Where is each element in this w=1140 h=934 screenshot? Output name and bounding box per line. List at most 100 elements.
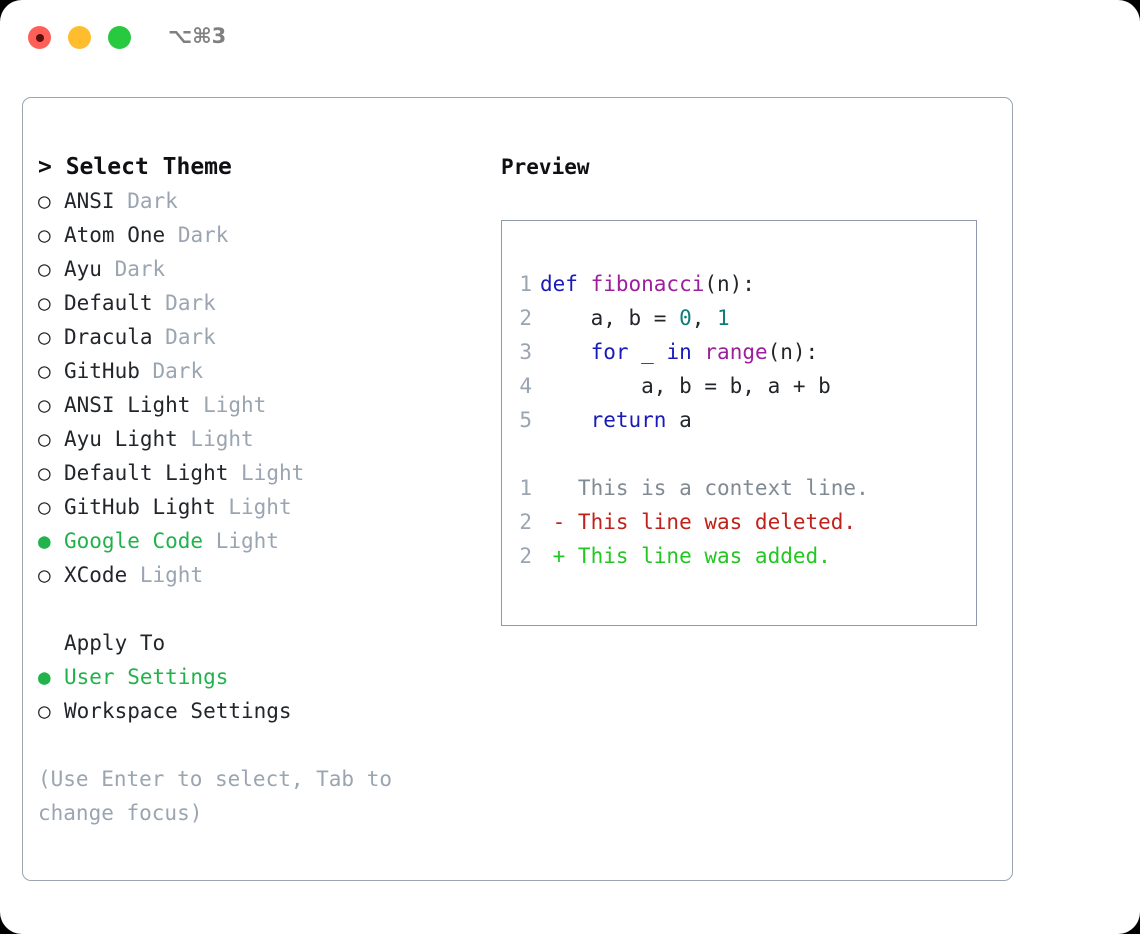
code-token-ctx: This is a context line. <box>540 476 869 500</box>
close-button[interactable] <box>28 26 51 49</box>
code-token-txt: , <box>691 306 718 330</box>
theme-option-github[interactable]: ○ GitHub Dark <box>38 354 488 388</box>
line-number: 3 <box>519 340 532 364</box>
code-line: 4 a, b = b, a + b <box>502 369 976 403</box>
radio-selected-icon: ● <box>38 665 51 689</box>
theme-option-variant: Dark <box>127 189 178 213</box>
select-theme-heading: > Select Theme <box>38 150 488 184</box>
theme-option-atom-one[interactable]: ○Atom One Dark <box>38 218 488 252</box>
maximize-button[interactable] <box>108 26 131 49</box>
apply-to-list: ● User Settings ○ Workspace Settings <box>38 660 488 728</box>
diff-line: 2 - This line was deleted. <box>502 505 976 539</box>
code-token-num: 1 <box>717 306 730 330</box>
theme-option-label: Atom One <box>64 223 166 247</box>
main-panel: > Select Theme ○ANSI Dark○Atom One Dark○… <box>22 97 1013 881</box>
theme-option-label: Ayu Light <box>64 427 178 451</box>
theme-option-dracula[interactable]: ○ Dracula Dark <box>38 320 488 354</box>
theme-option-label: Dracula <box>64 325 153 349</box>
theme-option-ayu[interactable]: ○ Ayu Dark <box>38 252 488 286</box>
apply-to-option-label: Workspace Settings <box>64 699 292 723</box>
code-token-txt: a, b = <box>540 306 680 330</box>
diff-line: 2 + This line was added. <box>502 539 976 573</box>
theme-option-label: Ayu <box>64 257 102 281</box>
theme-list: ○ANSI Dark○Atom One Dark○Ayu Dark○Defaul… <box>38 184 488 592</box>
theme-option-ansi[interactable]: ○ ANSI Dark <box>38 184 488 218</box>
radio-unselected-icon: ○ <box>38 291 51 315</box>
code-token-txt: (n): <box>704 272 755 296</box>
theme-option-ansi-light[interactable]: ○ ANSI Light Light <box>38 388 488 422</box>
select-theme-heading-label: Select Theme <box>65 154 232 180</box>
code-line: 2 a, b = 0, 1 <box>502 301 976 335</box>
theme-selector-column: > Select Theme ○ANSI Dark○Atom One Dark○… <box>38 150 488 830</box>
theme-option-xcode[interactable]: ○XCode Light <box>38 558 488 592</box>
code-token-txt <box>540 408 591 432</box>
code-token-txt <box>540 340 591 364</box>
radio-unselected-icon: ○ <box>38 189 51 213</box>
title-bar: ⌥⌘3 <box>0 0 1140 78</box>
code-token-fn: range <box>704 340 768 364</box>
keyboard-shortcut-label: ⌥⌘3 <box>168 24 227 48</box>
theme-option-label: Default Light <box>64 461 229 485</box>
radio-unselected-icon: ○ <box>38 461 51 485</box>
theme-option-variant: Light <box>228 495 292 519</box>
code-line: 3 for _ in range(n): <box>502 335 976 369</box>
code-token-kw: return <box>590 408 667 432</box>
theme-option-github-light[interactable]: ○GitHub Light Light <box>38 490 488 524</box>
theme-option-label: XCode <box>64 563 128 587</box>
code-diff-spacer <box>502 437 976 471</box>
theme-option-label: ANSI Light <box>64 393 191 417</box>
radio-unselected-icon: ○ <box>38 495 51 519</box>
line-number: 4 <box>519 374 532 398</box>
theme-option-variant: Light <box>203 393 267 417</box>
theme-option-variant: Dark <box>165 325 216 349</box>
radio-unselected-icon: ○ <box>38 699 51 723</box>
code-token-add: + This line was added. <box>540 544 831 568</box>
theme-option-variant: Light <box>241 461 305 485</box>
line-number: 1 <box>519 272 532 296</box>
apply-to-option-workspace-settings[interactable]: ○ Workspace Settings <box>38 694 488 728</box>
theme-option-variant: Dark <box>165 291 216 315</box>
code-token-kw: in <box>666 340 692 364</box>
window-controls <box>28 26 131 49</box>
radio-selected-icon: ● <box>38 529 51 553</box>
theme-option-label: ANSI <box>64 189 115 213</box>
code-token-txt: a, b = b, a + b <box>540 374 831 398</box>
diff-preview: 1 This is a context line.2 - This line w… <box>502 471 976 573</box>
radio-unselected-icon: ○ <box>38 325 51 349</box>
theme-option-default[interactable]: ○ Default Dark <box>38 286 488 320</box>
diff-line: 1 This is a context line. <box>502 471 976 505</box>
theme-option-variant: Dark <box>114 257 166 281</box>
code-token-txt <box>692 340 705 364</box>
line-number: 5 <box>519 408 532 432</box>
code-token-fn: fibonacci <box>590 272 705 296</box>
radio-unselected-icon: ○ <box>38 427 51 451</box>
radio-unselected-icon: ○ <box>38 393 51 417</box>
code-token-kw: for <box>590 340 629 364</box>
minimize-button[interactable] <box>68 26 91 49</box>
code-token-num: 0 <box>679 306 692 330</box>
theme-option-google-code[interactable]: ●Google Code Light <box>38 524 488 558</box>
section-spacer <box>38 592 488 626</box>
code-token-del: - This line was deleted. <box>540 510 857 534</box>
line-number: 2 <box>519 306 532 330</box>
apply-to-option-label: User Settings <box>64 665 229 689</box>
code-token-txt: a <box>666 408 692 432</box>
apply-to-option-user-settings[interactable]: ● User Settings <box>38 660 488 694</box>
theme-option-variant: Light <box>139 563 204 587</box>
preview-title: Preview <box>501 155 590 179</box>
theme-option-variant: Dark <box>177 223 229 247</box>
radio-unselected-icon: ○ <box>38 359 51 383</box>
theme-option-label: GitHub <box>64 359 140 383</box>
theme-option-label: Default <box>64 291 153 315</box>
line-number: 2 <box>519 510 532 534</box>
theme-option-ayu-light[interactable]: ○ Ayu Light Light <box>38 422 488 456</box>
radio-unselected-icon: ○ <box>38 257 51 281</box>
theme-option-variant: Dark <box>152 359 204 383</box>
theme-option-variant: Light <box>190 427 254 451</box>
theme-option-default-light[interactable]: ○ Default Light Light <box>38 456 488 490</box>
